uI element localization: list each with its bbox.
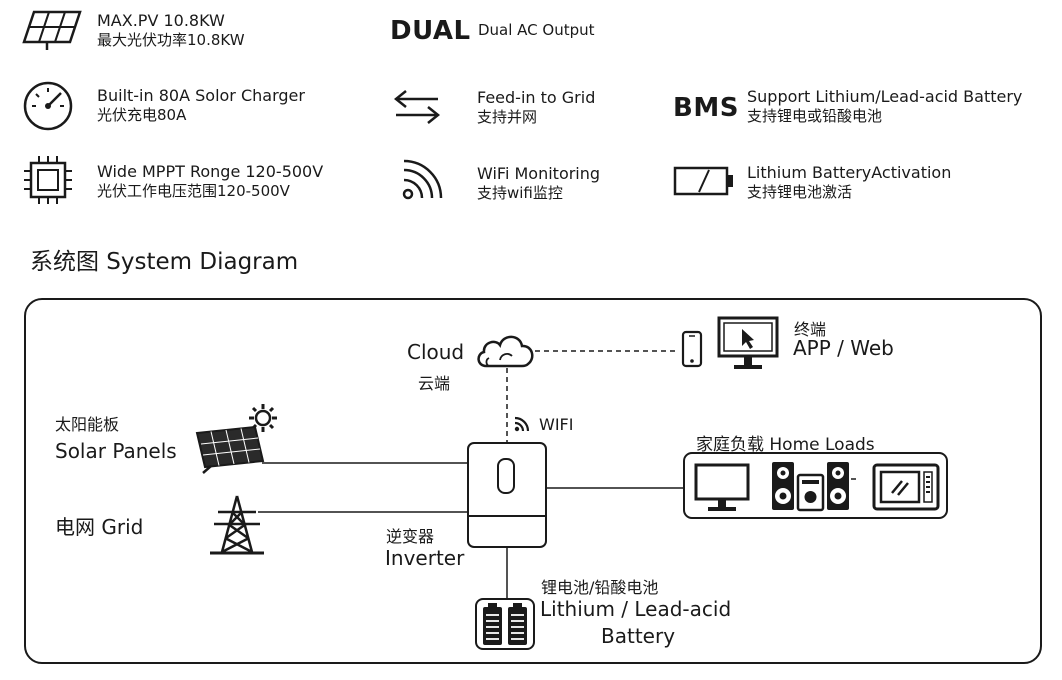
grid-label: 电网 Grid xyxy=(55,515,144,539)
dual-text: Dual AC Output xyxy=(478,21,595,39)
inverter-label-en: Inverter xyxy=(385,546,465,570)
system-diagram-frame xyxy=(24,298,1042,664)
solar-label-en: Solar Panels xyxy=(55,439,177,463)
inverter-display xyxy=(497,458,515,494)
chip-icon xyxy=(24,156,72,204)
activation-line2: 支持锂电池激活 xyxy=(747,183,853,201)
phone-icon xyxy=(681,330,703,368)
dual-big-label: DUAL xyxy=(390,16,471,46)
speakers-icon xyxy=(772,462,856,512)
bms-line2: 支持锂电或铅酸电池 xyxy=(747,107,883,125)
wifi-icon xyxy=(402,159,443,200)
gauge-icon xyxy=(23,81,73,131)
pv-line2: 最大光伏功率10.8KW xyxy=(97,31,245,49)
terminal-label-en: APP / Web xyxy=(793,336,894,360)
bms-big-label: BMS xyxy=(673,93,739,123)
mppt-line1: Wide MPPT Ronge 120-500V xyxy=(97,162,324,181)
battery-label-en1: Lithium / Lead-acid xyxy=(540,597,732,621)
cloud-label-en: Cloud xyxy=(407,340,465,364)
solar-label-cn: 太阳能板 xyxy=(55,415,120,434)
wifi-line1: WiFi Monitoring xyxy=(477,164,601,183)
cloud-label-cn: 云端 xyxy=(418,374,451,393)
inverter-label-cn: 逆变器 xyxy=(386,527,435,546)
solar-panel-array-icon xyxy=(195,425,265,474)
pv-line1: MAX.PV 10.8KW xyxy=(97,11,225,30)
activation-line1: Lithium BatteryActivation xyxy=(747,163,952,182)
section-title: 系统图 System Diagram xyxy=(30,249,299,275)
wifi-signal-icon xyxy=(514,416,530,432)
monitor-cursor-icon xyxy=(717,316,779,369)
battery-label-en2: Battery xyxy=(601,624,676,648)
wifi-label: WIFI xyxy=(539,415,574,434)
wifi-line2: 支持wifi监控 xyxy=(477,184,563,202)
charger-line2: 光伏充电80A xyxy=(97,106,187,124)
charger-line1: Built-in 80A Solor Charger xyxy=(97,86,305,105)
cloud-icon xyxy=(477,335,534,368)
mppt-line2: 光伏工作电压范围120-500V xyxy=(97,182,290,200)
solar-panel-icon xyxy=(22,10,82,50)
inverter-divider xyxy=(467,515,547,517)
tv-icon xyxy=(694,463,750,511)
bms-line1: Support Lithium/Lead-acid Battery xyxy=(747,87,1023,106)
battery-pack-icon xyxy=(475,598,535,650)
bidirectional-arrows-icon xyxy=(393,90,441,124)
battery-icon xyxy=(673,166,733,196)
terminal-label-cn: 终端 xyxy=(794,320,827,339)
sun-icon xyxy=(249,404,277,432)
power-tower-icon xyxy=(210,495,264,555)
home-loads-box xyxy=(683,452,948,519)
microwave-icon xyxy=(872,463,940,511)
battery-label-cn: 锂电池/铅酸电池 xyxy=(541,578,659,597)
home-loads-label: 家庭负载 Home Loads xyxy=(696,435,875,455)
feedin-line2: 支持并网 xyxy=(477,108,538,126)
feedin-line1: Feed-in to Grid xyxy=(477,88,596,107)
